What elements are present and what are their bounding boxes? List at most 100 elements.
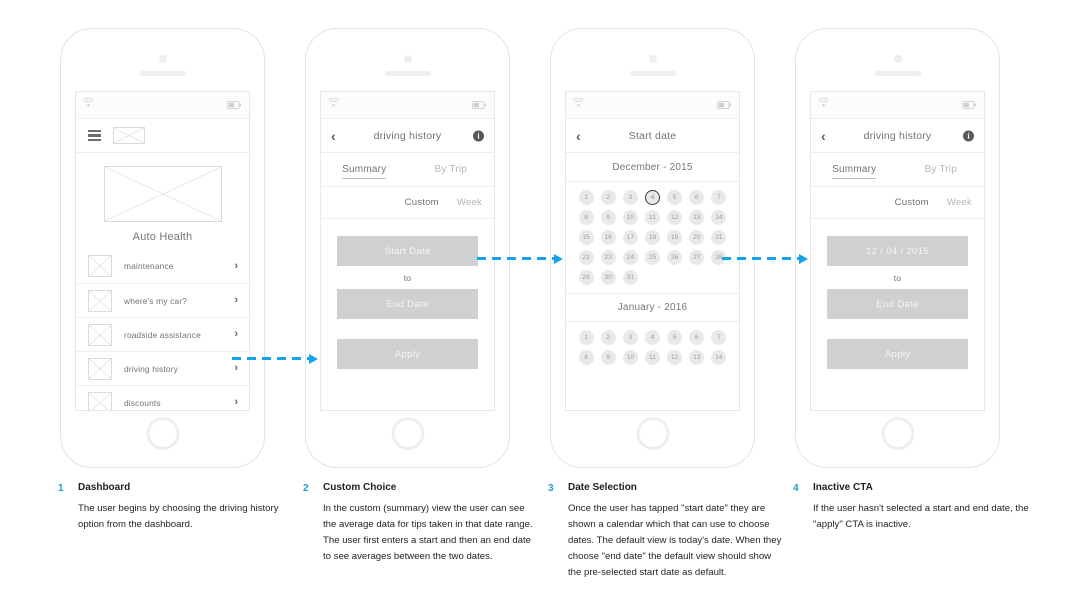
calendar-day[interactable]: 20: [689, 230, 705, 245]
chevron-left-icon[interactable]: ‹: [821, 127, 826, 144]
chevron-right-icon: ›: [234, 259, 238, 272]
calendar-day[interactable]: 1: [578, 190, 594, 205]
calendar-day[interactable]: 19: [667, 230, 683, 245]
calendar-day[interactable]: 9: [600, 210, 616, 225]
tab-summary[interactable]: Summary: [811, 164, 898, 179]
chevron-right-icon: ›: [234, 396, 238, 408]
list-item-driving-history[interactable]: driving history ›: [76, 351, 249, 385]
subtab-bar: Custom Week: [321, 187, 494, 219]
calendar-day[interactable]: 27: [689, 250, 705, 265]
calendar-day[interactable]: 23: [600, 250, 616, 265]
calendar-day[interactable]: 22: [578, 250, 594, 265]
hamburger-menu-icon[interactable]: [88, 130, 101, 141]
calendar-day[interactable]: 2: [600, 190, 616, 205]
calendar-day[interactable]: 8: [578, 350, 594, 365]
calendar-day[interactable]: 12: [667, 210, 683, 225]
home-button[interactable]: [391, 417, 424, 450]
list-item-label: discounts: [124, 397, 161, 408]
calendar-day-selected[interactable]: 4: [644, 190, 660, 205]
apply-button[interactable]: Apply: [337, 339, 478, 369]
start-date-button[interactable]: 12 / 04 / 2015: [827, 236, 968, 266]
chevron-right-icon: ›: [234, 328, 238, 340]
list-item-label: maintenance: [124, 261, 174, 271]
calendar-day[interactable]: 4: [644, 330, 660, 345]
to-separator-label: to: [893, 273, 902, 283]
calendar-day[interactable]: 6: [689, 330, 705, 345]
list-item-icon: [88, 323, 112, 346]
arrow-custom-to-calendar: [477, 253, 563, 264]
subtab-custom[interactable]: Custom: [894, 197, 929, 208]
info-icon[interactable]: i: [473, 130, 484, 141]
home-button[interactable]: [146, 417, 179, 450]
calendar-day[interactable]: 18: [644, 230, 660, 245]
tab-by-trip-label: By Trip: [924, 164, 958, 175]
calendar-day[interactable]: 31: [622, 270, 638, 285]
calendar-day[interactable]: 10: [622, 210, 638, 225]
caption-number: 3: [548, 483, 554, 494]
navbar: ‹ driving history i: [811, 119, 984, 153]
calendar-day[interactable]: 11: [644, 350, 660, 365]
tab-summary[interactable]: Summary: [321, 164, 408, 179]
calendar-day[interactable]: 11: [644, 210, 660, 225]
calendar-day[interactable]: 16: [600, 230, 616, 245]
calendar-day[interactable]: 14: [711, 210, 727, 225]
battery-icon: [227, 101, 241, 109]
status-bar: [566, 92, 739, 119]
calendar-day[interactable]: 1: [578, 330, 594, 345]
list-item-maintenance[interactable]: maintenance ›: [76, 249, 249, 283]
list-item-label: where's my car?: [124, 295, 187, 306]
calendar-day[interactable]: 7: [711, 190, 727, 205]
tab-by-trip[interactable]: By Trip: [408, 164, 495, 175]
info-icon[interactable]: i: [963, 130, 974, 141]
calendar-day[interactable]: 26: [667, 250, 683, 265]
calendar-day[interactable]: 6: [689, 190, 705, 205]
calendar-day[interactable]: 28: [711, 250, 727, 265]
calendar-day[interactable]: 25: [644, 250, 660, 265]
list-item-discounts[interactable]: discounts ›: [76, 385, 249, 410]
phone-frame-dashboard: Auto Health maintenance › where's my car…: [60, 28, 265, 468]
calendar-day[interactable]: 3: [622, 190, 638, 205]
hero-image-placeholder: [103, 166, 222, 222]
list-item-roadside-assistance[interactable]: roadside assistance ›: [76, 317, 249, 351]
list-item-wheres-my-car[interactable]: where's my car? ›: [76, 283, 249, 317]
front-camera-icon: [648, 55, 657, 63]
calendar-day[interactable]: 21: [711, 230, 727, 245]
calendar-day[interactable]: 24: [622, 250, 638, 265]
calendar-day[interactable]: 13: [689, 210, 705, 225]
earpiece-speaker: [384, 71, 431, 76]
calendar-day[interactable]: 2: [600, 330, 616, 345]
calendar-day[interactable]: 12: [667, 350, 683, 365]
apply-button[interactable]: Apply: [827, 339, 968, 369]
calendar-day[interactable]: 5: [667, 190, 683, 205]
caption-2: 2 Custom Choice In the custom (summary) …: [303, 482, 539, 565]
calendar-day[interactable]: 3: [622, 330, 638, 345]
calendar-day[interactable]: 5: [667, 330, 683, 345]
subtab-custom[interactable]: Custom: [404, 197, 439, 208]
subtab-week[interactable]: Week: [946, 197, 972, 208]
subtab-week[interactable]: Week: [456, 197, 482, 208]
end-date-button[interactable]: End Date: [827, 289, 968, 319]
calendar-day[interactable]: 10: [622, 350, 638, 365]
tab-summary-label: Summary: [832, 164, 877, 179]
chevron-left-icon[interactable]: ‹: [331, 127, 336, 144]
calendar-day[interactable]: 14: [711, 350, 727, 365]
end-date-button[interactable]: End Date: [337, 289, 478, 319]
home-button[interactable]: [881, 417, 914, 450]
phone-frame-custom-choice: ‹ driving history i Summary By Trip Cust…: [305, 28, 510, 468]
calendar-day[interactable]: 30: [600, 270, 616, 285]
start-date-button[interactable]: Start Date: [337, 236, 478, 266]
calendar-day[interactable]: 9: [600, 350, 616, 365]
home-button[interactable]: [636, 417, 669, 450]
calendar-day[interactable]: 17: [622, 230, 638, 245]
chevron-left-icon[interactable]: ‹: [576, 127, 581, 144]
chevron-right-icon: ›: [234, 294, 238, 306]
calendar-day[interactable]: 13: [689, 350, 705, 365]
tab-by-trip[interactable]: By Trip: [898, 164, 985, 175]
calendar-day[interactable]: 15: [578, 230, 594, 245]
calendar-day[interactable]: 7: [711, 330, 727, 345]
calendar-day[interactable]: 29: [578, 270, 594, 285]
calendar-day[interactable]: 8: [578, 210, 594, 225]
